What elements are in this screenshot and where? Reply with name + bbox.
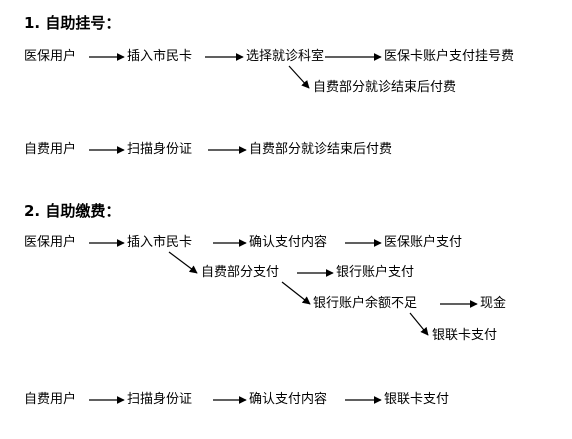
s1-row3-self-pay-after: 自费部分就诊结束后付费 bbox=[249, 142, 393, 157]
s1-row1-insurance-user: 医保用户 bbox=[24, 49, 77, 64]
s2-row5-self-pay-user: 自费用户 bbox=[24, 392, 77, 407]
section-2-title: 2. 自助缴费： bbox=[24, 202, 121, 220]
s2-row1-confirm-payment: 确认支付内容 bbox=[249, 235, 328, 250]
s2-row2-bank-account-pay: 银行账户支付 bbox=[336, 265, 415, 280]
s1-row1-choose-dept: 选择就诊科室 bbox=[246, 49, 325, 64]
s2-row1-insurance-user: 医保用户 bbox=[24, 235, 77, 250]
s1-row2-self-pay-after: 自费部分就诊结束后付费 bbox=[313, 80, 457, 95]
section-1-title: 1. 自助挂号： bbox=[24, 14, 121, 32]
s2-row1-insert-card: 插入市民卡 bbox=[127, 235, 193, 250]
s1-row3-scan-id: 扫描身份证 bbox=[127, 142, 193, 157]
arrow-s2-a8 bbox=[409, 312, 429, 336]
s2-row5-confirm-payment: 确认支付内容 bbox=[249, 392, 328, 407]
s1-row3-self-pay-user: 自费用户 bbox=[24, 142, 77, 157]
s2-row3-insufficient-balance: 银行账户余额不足 bbox=[313, 296, 418, 311]
s2-row5-scan-id: 扫描身份证 bbox=[127, 392, 193, 407]
s2-row5-unionpay: 银联卡支付 bbox=[384, 392, 450, 407]
arrow-s1-a4 bbox=[288, 65, 310, 89]
arrow-s2-a6 bbox=[281, 281, 311, 305]
s2-row3-cash: 现金 bbox=[480, 296, 507, 311]
s2-row4-unionpay: 银联卡支付 bbox=[432, 328, 498, 343]
arrow-s2-a4 bbox=[168, 251, 198, 274]
s1-row1-insert-card: 插入市民卡 bbox=[127, 49, 193, 64]
s2-row2-self-pay-part: 自费部分支付 bbox=[201, 265, 280, 280]
s2-row1-insurance-account-pay: 医保账户支付 bbox=[384, 235, 463, 250]
s1-row1-pay-registration: 医保卡账户支付挂号费 bbox=[384, 49, 515, 64]
